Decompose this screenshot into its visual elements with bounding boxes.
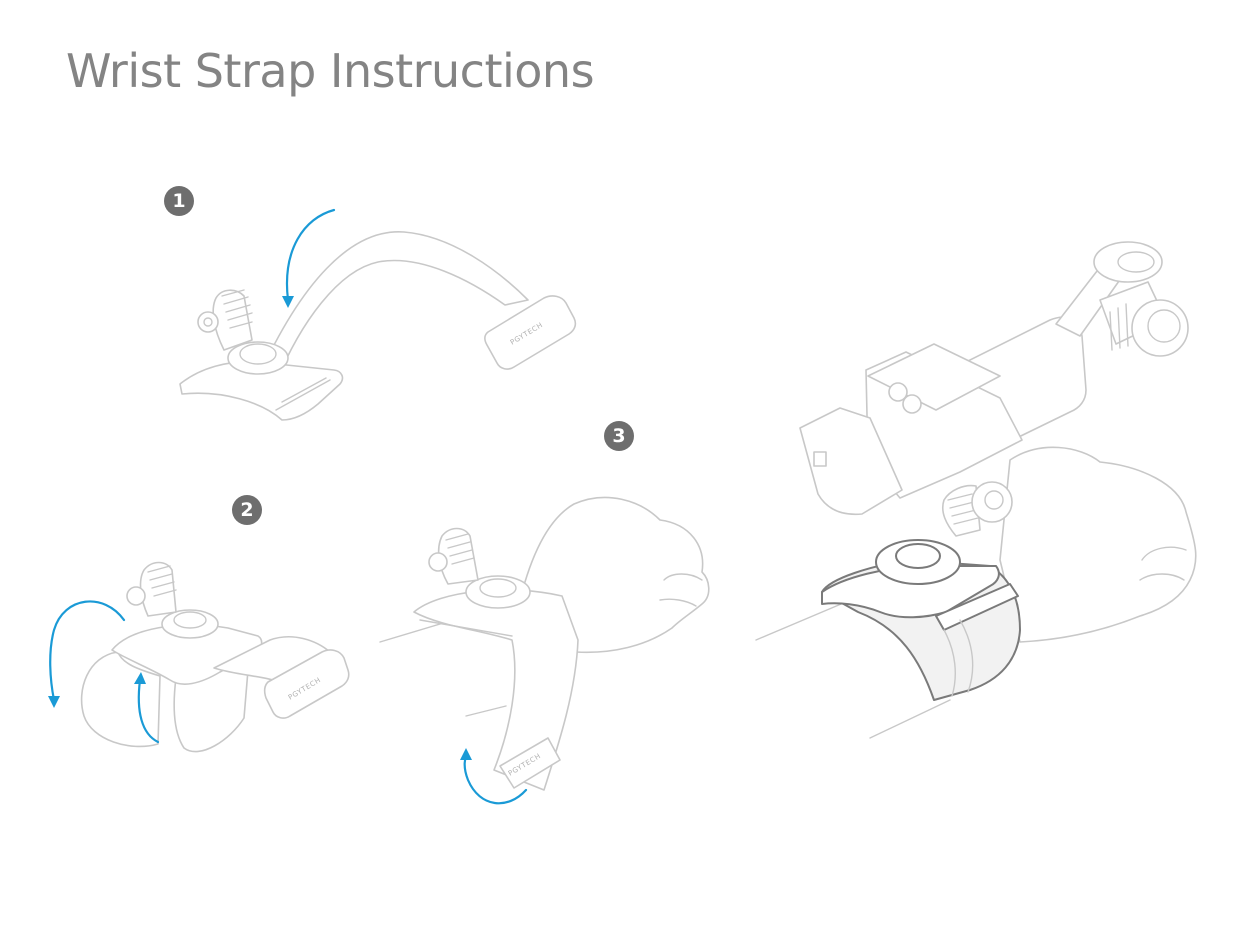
wrist-strap-edge (419, 619, 513, 637)
step-3-badge: 3 (604, 421, 634, 451)
step-1-illustration: PGYTECH (179, 208, 577, 421)
fist-knuckles (1139, 546, 1187, 581)
wrist-strap-tab (499, 737, 561, 789)
gimbal-motor-top (1093, 241, 1163, 283)
loop-prong (139, 561, 177, 617)
gimbal-lens-inner (1147, 309, 1181, 343)
loop-prong-screw (126, 586, 146, 606)
wrist-prong-teeth (445, 533, 475, 565)
step-2-illustration: PGYTECH (48, 561, 350, 753)
prong-screw-hole (203, 317, 213, 327)
gimbal-motor-top-inner (1117, 251, 1155, 273)
step-3a-illustration: PGYTECH (379, 496, 710, 805)
strap-slot (275, 377, 331, 411)
arm2-lower-line (869, 699, 951, 739)
wrist-socket-inner (479, 578, 517, 598)
direction-arrowhead-1 (282, 296, 294, 308)
mounted-prong-teeth (947, 493, 979, 525)
camera-button-2 (902, 394, 922, 414)
worn-socket-inner (895, 543, 941, 569)
prong-teeth (221, 289, 253, 329)
camera-button-1 (888, 382, 908, 402)
gimbal-ridges (1109, 303, 1129, 351)
arm-lower-line (465, 705, 507, 717)
prong-screw (197, 311, 219, 333)
page-title: Wrist Strap Instructions (66, 44, 595, 98)
loop-band-inner (173, 663, 249, 753)
worn-strap-fold (943, 619, 974, 697)
mounted-screw (971, 481, 1013, 523)
mounted-prong (941, 484, 981, 537)
mounted-screw-hole (984, 490, 1004, 510)
worn-strap-buckle (935, 583, 1019, 631)
camera-front (799, 407, 903, 516)
direction-arrow-1 (285, 208, 336, 302)
direction-arrow-2a (49, 600, 126, 702)
step-2-badge: 2 (232, 495, 262, 525)
mount-socket-inner (239, 343, 277, 365)
mount-socket (227, 341, 289, 375)
camera-port (813, 451, 827, 467)
loop-socket (161, 609, 219, 639)
step-1-badge: 1 (164, 186, 194, 216)
mount-prong (212, 289, 253, 351)
direction-arrowhead-3 (460, 748, 472, 760)
loop-strap-tab (263, 649, 350, 719)
strap-tab (484, 295, 577, 370)
loop-socket-inner (173, 611, 207, 629)
direction-arrow-2b (137, 678, 160, 744)
fist-outline (999, 446, 1197, 643)
wrist-prong-screw (428, 552, 448, 572)
loop-prong-teeth (147, 565, 177, 597)
strap-band (257, 231, 529, 393)
direction-arrow-3 (463, 754, 528, 805)
direction-arrowhead-2a (48, 696, 60, 708)
hand-fingers (659, 573, 703, 607)
direction-arrowhead-2b (134, 672, 146, 684)
step-3b-illustration (755, 241, 1197, 739)
